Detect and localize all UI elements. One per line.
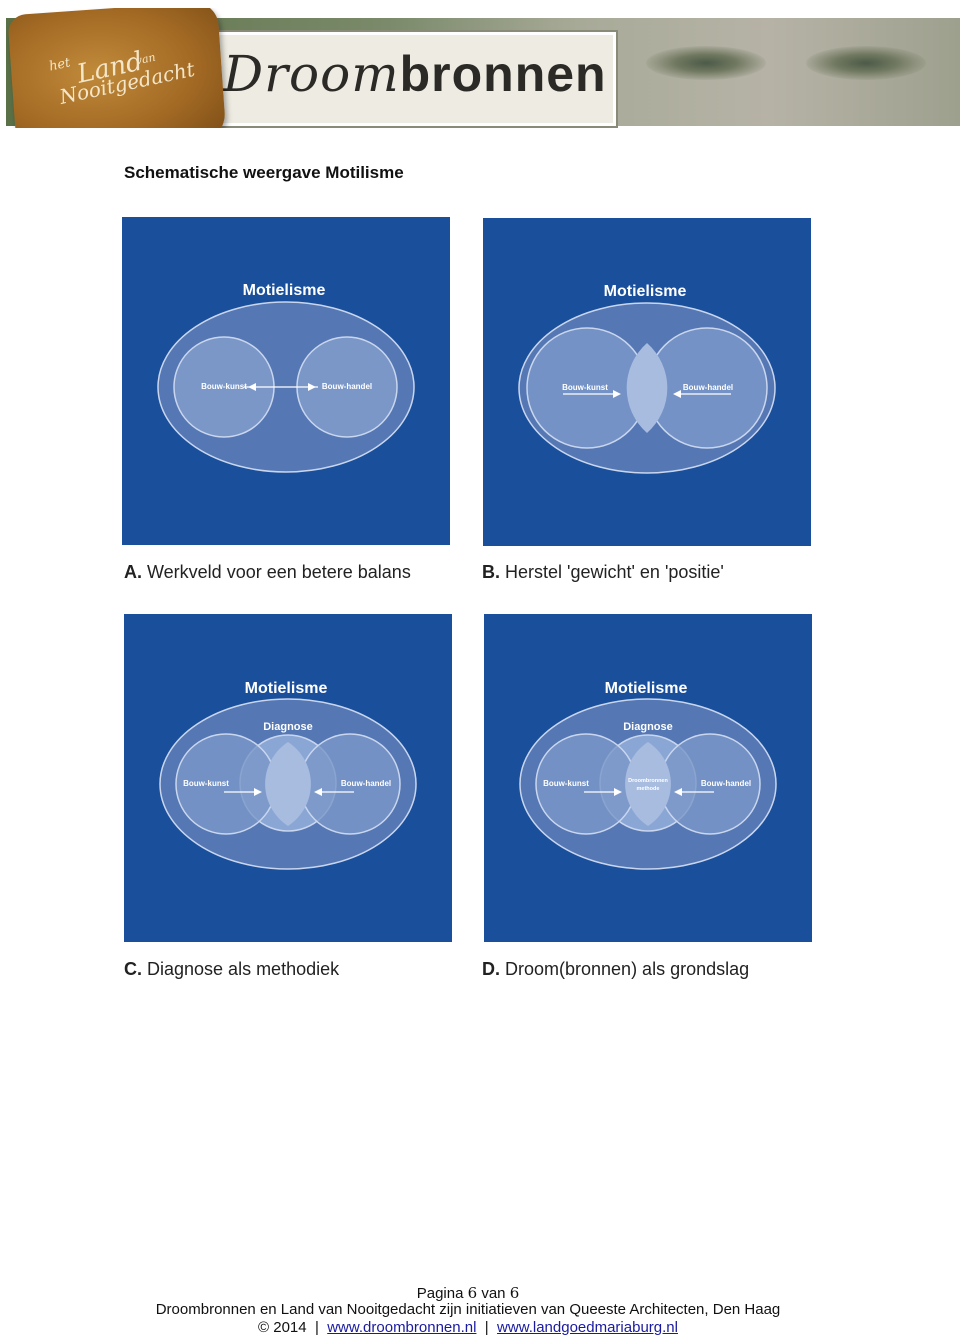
caption-a: A. Werkveld voor een betere balans: [124, 562, 411, 582]
diagram-subtitle: Diagnose: [623, 721, 673, 733]
diagram-d: Motielisme Diagnose Bouw-kunst Bouw-hand…: [484, 614, 812, 942]
diagram-title: Motielisme: [605, 680, 688, 697]
arrow-left-icon: [673, 390, 681, 398]
caption-d: D. Droom(bronnen) als grondslag: [482, 959, 750, 979]
left-label: Bouw-kunst: [562, 383, 608, 392]
page-number: Pagina 6 van 6: [416, 1284, 520, 1302]
arrow-right-icon: [614, 788, 622, 796]
caption-c: C. Diagnose als methodiek: [124, 959, 340, 979]
left-label: Bouw-kunst: [543, 779, 589, 788]
center-label-line2: methode: [637, 786, 660, 792]
diagram-title: Motielisme: [243, 282, 326, 299]
right-label: Bouw-handel: [341, 779, 391, 788]
pillow-logo-text: het Land van Nooitgedacht: [47, 46, 197, 109]
copyright-text: © 2014: [258, 1319, 307, 1336]
brand-logo: Droombronnen: [223, 45, 607, 103]
footer-links: © 2014 | www.droombronnen.nl | www.landg…: [258, 1319, 678, 1336]
link-landgoedmariaburg[interactable]: www.landgoedmariaburg.nl: [497, 1319, 678, 1336]
diagram-subtitle: Diagnose: [263, 721, 313, 733]
overlap-area: [265, 742, 311, 826]
diagram-title: Motielisme: [245, 680, 328, 697]
pillow-logo: het Land van Nooitgedacht: [7, 8, 227, 128]
eye-image-right: [806, 46, 926, 80]
center-label-line1: Droombronnen: [628, 778, 668, 784]
footer-credit: Droombronnen en Land van Nooitgedacht zi…: [155, 1301, 781, 1318]
arrow-right-icon: [254, 788, 262, 796]
caption-b: B. Herstel 'gewicht' en 'positie': [482, 562, 724, 582]
document-title: Schematische weergave Motilisme: [124, 163, 404, 182]
left-label: Bouw-kunst: [201, 382, 247, 391]
overlap-area: [625, 742, 671, 826]
arrow-right-icon: [308, 383, 316, 391]
arrow-left-icon: [314, 788, 322, 796]
diagram-title: Motielisme: [604, 283, 687, 300]
link-droombronnen[interactable]: www.droombronnen.nl: [327, 1319, 477, 1336]
left-label: Bouw-kunst: [183, 779, 229, 788]
arrow-right-icon: [613, 390, 621, 398]
right-label: Bouw-handel: [701, 779, 751, 788]
overlap-area: [626, 343, 668, 433]
eye-image-left: [646, 46, 766, 80]
diagram-c: Motielisme Diagnose Bouw-kunst Bouw-hand…: [124, 614, 452, 942]
header-banner: Droombronnen het Land van Nooitgedacht: [6, 8, 960, 128]
arrow-left-icon: [248, 383, 256, 391]
brand-banner: Droombronnen: [206, 32, 616, 126]
arrow-left-icon: [674, 788, 682, 796]
right-label: Bouw-handel: [683, 383, 733, 392]
right-label: Bouw-handel: [322, 382, 372, 391]
diagram-a: Motielisme Bouw-kunst Bouw-handel: [122, 217, 450, 545]
diagram-b: Motielisme Bouw-kunst Bouw-handel: [483, 218, 811, 546]
